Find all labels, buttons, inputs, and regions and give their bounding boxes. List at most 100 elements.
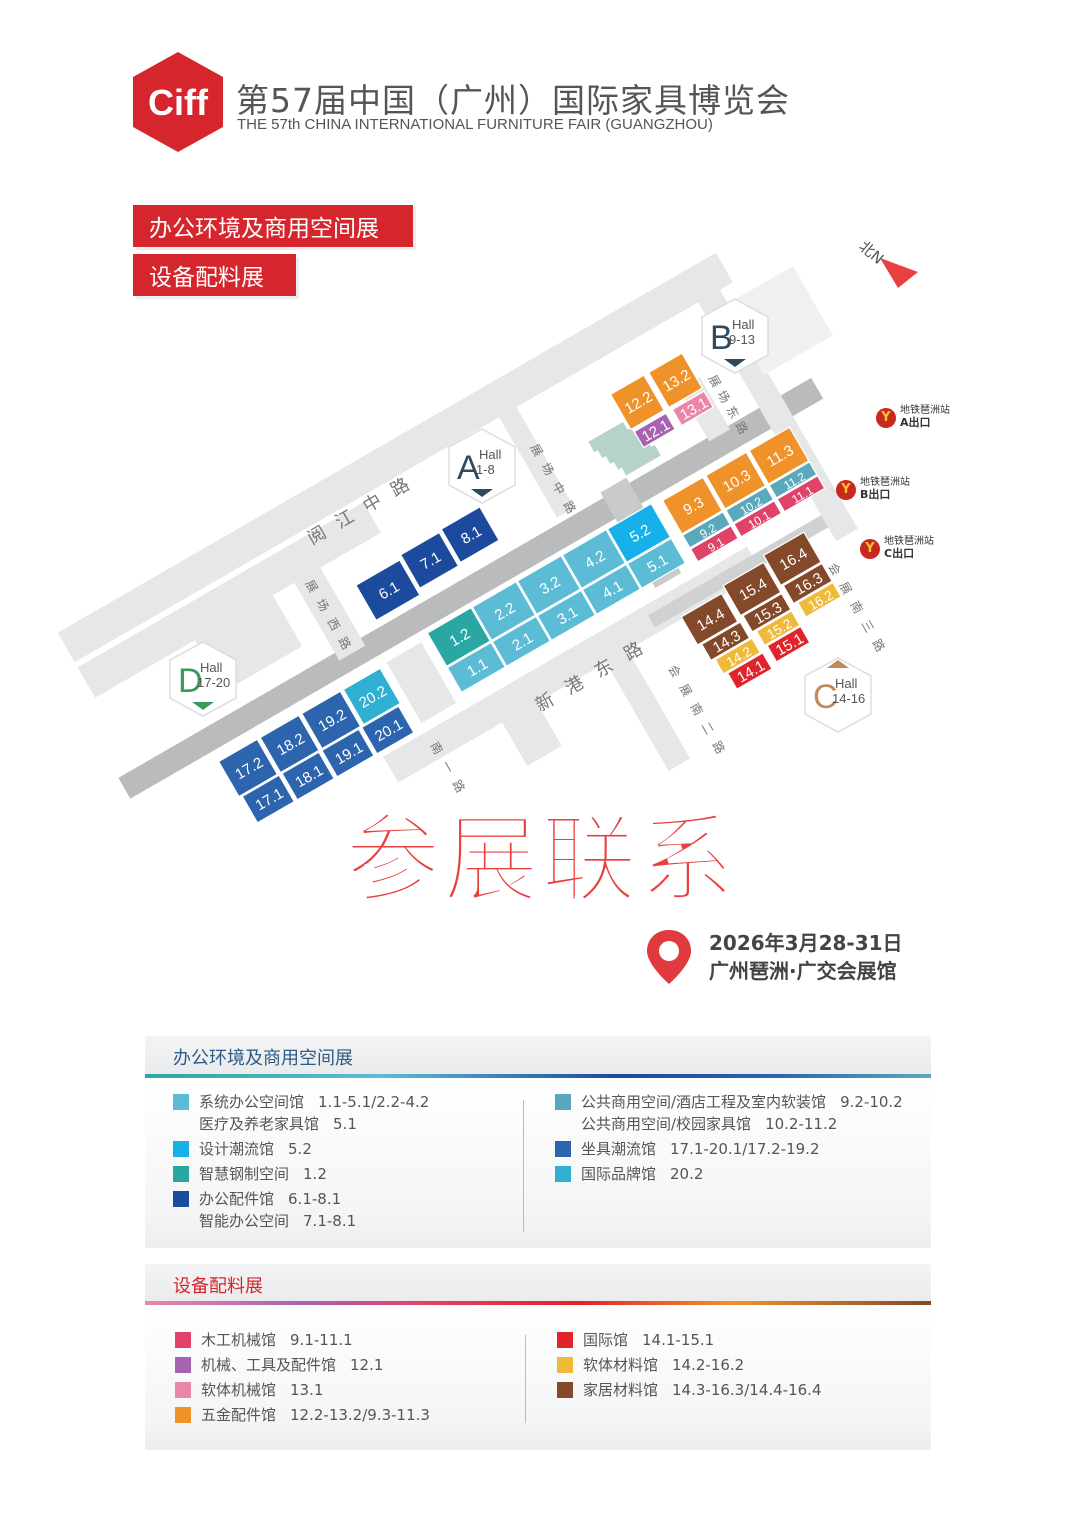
hall-2-1[interactable]: 2.1 — [491, 615, 552, 668]
metro-icon: Y — [860, 538, 880, 559]
legend-sub-halls: 10.2-11.2 — [765, 1115, 838, 1133]
metro-icon: Y — [876, 407, 896, 428]
legend-halls: 20.2 — [670, 1165, 704, 1183]
hall-11-3[interactable]: 11.3 — [748, 426, 810, 485]
hall-18-2[interactable]: 18.2 — [259, 714, 320, 774]
legend-name: 设计潮流馆 — [199, 1140, 275, 1158]
ciff-logo: Ciff — [133, 52, 223, 152]
legend-equipment-bar — [145, 1301, 931, 1305]
legend-swatch — [175, 1357, 191, 1373]
hall-8-1[interactable]: 8.1 — [440, 506, 500, 564]
area-badge-d[interactable]: D Hall 17-20 — [168, 640, 238, 718]
legend-item-public: 公共商用空间/酒店工程及室内软装馆 9.2-10.2 公共商用空间/校园家具馆 10.… — [555, 1091, 903, 1135]
hall-20-1[interactable]: 20.1 — [360, 705, 415, 755]
legend-halls: 12.2-13.2/9.3-11.3 — [290, 1406, 430, 1424]
legend-halls: 6.1-8.1 — [288, 1190, 342, 1208]
hall-20-2[interactable]: 20.2 — [342, 667, 402, 726]
hall-4-1[interactable]: 4.1 — [581, 563, 642, 616]
contact-watermark: 参展联系 — [344, 804, 737, 916]
north-label: 北N — [855, 237, 887, 268]
map-road-block — [294, 567, 366, 661]
map-road-block — [118, 377, 824, 799]
legend-swatch — [173, 1191, 189, 1207]
hall-12-2[interactable]: 12.2 — [609, 374, 665, 431]
map-block — [604, 433, 645, 464]
hall-16-4[interactable]: 16.4 — [762, 531, 822, 587]
legend-halls: 9.2-10.2 — [840, 1093, 903, 1111]
hall-9-3[interactable]: 9.3 — [661, 476, 723, 535]
area-hall-word: Hall — [200, 660, 223, 675]
area-letter: D — [178, 662, 203, 700]
legend-swatch — [173, 1141, 189, 1157]
event-info: 2026年3月28-31日 广州琶洲·广交会展馆 — [645, 928, 903, 986]
hall-1-2[interactable]: 1.2 — [426, 606, 492, 668]
hall-17-1[interactable]: 17.1 — [241, 774, 296, 824]
metro-exit: C出口 — [884, 547, 915, 560]
hall-10-3[interactable]: 10.3 — [705, 451, 767, 510]
legend-sub-name: 智能办公空间 — [199, 1212, 290, 1230]
legend-swatch — [175, 1332, 191, 1348]
north-arrow-icon — [880, 258, 918, 288]
legend-name: 木工机械馆 — [201, 1331, 277, 1349]
map-block — [620, 445, 661, 476]
area-letter: B — [710, 319, 733, 357]
legend-sub-name: 公共商用空间/校园家具馆 — [581, 1115, 752, 1133]
legend-swatch — [173, 1166, 189, 1182]
legend-halls: 17.1-20.1/17.2-19.2 — [670, 1140, 820, 1158]
area-badge-b[interactable]: B Hall 9-13 — [700, 297, 770, 375]
area-range: 1-8 — [476, 462, 495, 477]
legend-halls: 12.1 — [350, 1356, 384, 1374]
metro-exit: A出口 — [900, 416, 931, 429]
hall-19-2[interactable]: 19.2 — [300, 690, 362, 750]
hall-10-1[interactable]: 10.1 — [733, 500, 783, 538]
hall-14-4[interactable]: 14.4 — [680, 592, 739, 646]
hall-4-2[interactable]: 4.2 — [561, 528, 627, 590]
area-range: 9-13 — [729, 332, 755, 347]
legend-halls: 1.2 — [303, 1165, 327, 1183]
area-badge-c[interactable]: C Hall 14-16 — [803, 656, 873, 734]
hall-17-2[interactable]: 17.2 — [217, 738, 279, 798]
hall-6-1[interactable]: 6.1 — [355, 559, 421, 622]
legend-halls: 14.3-16.3/14.4-16.4 — [672, 1381, 822, 1399]
legend-swatch — [557, 1357, 573, 1373]
hall-1-1[interactable]: 1.1 — [446, 641, 507, 694]
legend-swatch — [555, 1166, 571, 1182]
hall-3-1[interactable]: 3.1 — [536, 589, 597, 642]
hall-5-1[interactable]: 5.1 — [626, 537, 687, 590]
hall-18-1[interactable]: 18.1 — [281, 751, 335, 801]
hall-7-1[interactable]: 7.1 — [399, 531, 460, 590]
legend-halls: 5.2 — [288, 1140, 312, 1158]
legend-sub-halls: 5.1 — [333, 1115, 357, 1133]
legend-swatch — [555, 1094, 571, 1110]
legend-halls: 14.1-15.1 — [642, 1331, 715, 1349]
area-hall-word: Hall — [835, 676, 858, 691]
hall-13-2[interactable]: 13.2 — [647, 352, 704, 409]
map-road-block — [497, 693, 562, 766]
area-hall-word: Hall — [732, 317, 755, 332]
hall-2-2[interactable]: 2.2 — [471, 580, 537, 642]
hall-15-4[interactable]: 15.4 — [722, 561, 782, 617]
map-block — [588, 421, 629, 453]
area-badge-a[interactable]: A Hall 1-8 — [447, 427, 517, 505]
legend-divider — [523, 1100, 524, 1232]
map-road-block — [77, 502, 381, 698]
area-range: 14-16 — [832, 691, 865, 706]
hall-5-2[interactable]: 5.2 — [606, 502, 672, 564]
fair-title-cn: 第57届中国（广州）国际家具博览会 — [236, 81, 790, 120]
map-road-block — [57, 252, 733, 663]
road-label: 会展南三路 — [825, 560, 893, 663]
hall-3-2[interactable]: 3.2 — [516, 554, 582, 616]
metro-station: 地铁琶洲站 — [860, 477, 910, 488]
event-venue: 广州琶洲·广交会展馆 — [709, 959, 897, 983]
legend-name: 公共商用空间/酒店工程及室内软装馆 — [581, 1093, 827, 1111]
hall-19-1[interactable]: 19.1 — [321, 728, 375, 778]
metro-station: 地铁琶洲站 — [900, 405, 950, 416]
